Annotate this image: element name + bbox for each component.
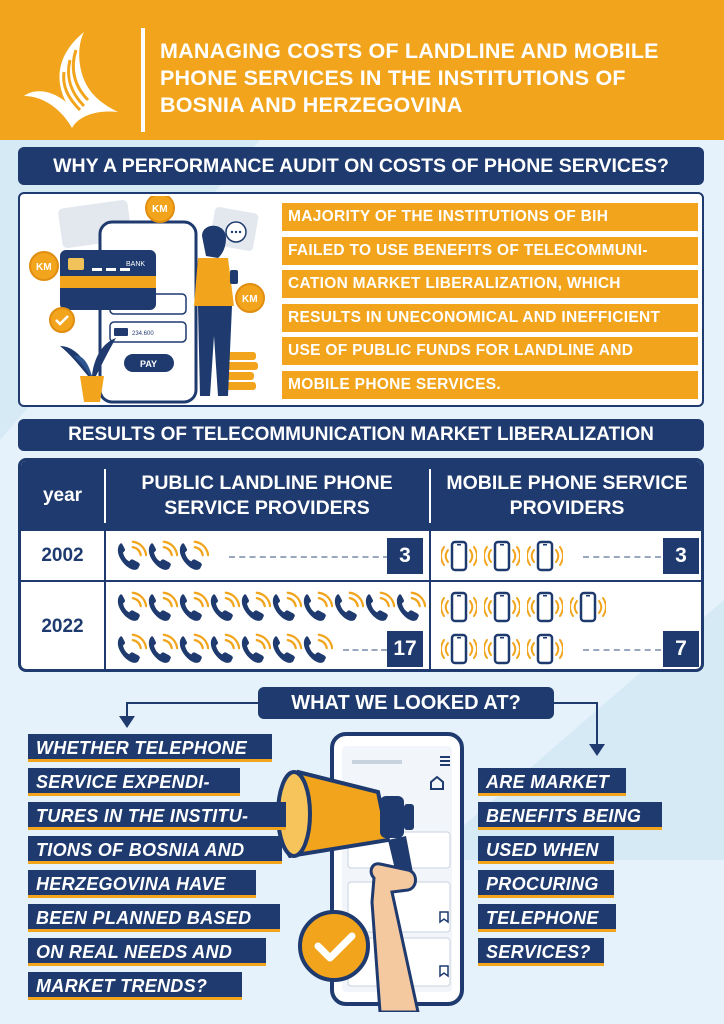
phone-handset-icon — [272, 633, 302, 663]
mobile-header: MOBILE PHONE SERVICE PROVIDERS — [446, 472, 688, 519]
phone-handset-icon — [148, 540, 178, 570]
mobile-phone-icon — [527, 633, 563, 665]
mobile-phone-icon — [484, 591, 520, 623]
phone-handset-icon — [117, 540, 147, 570]
column-divider — [104, 531, 106, 669]
results-heading: RESULTS OF TELECOMMUNICATION MARKET LIBE… — [18, 419, 704, 451]
column-divider — [429, 531, 431, 669]
coin-icon: KM — [145, 196, 175, 223]
phone-handset-icon — [272, 591, 302, 621]
phone-handset-icon — [303, 591, 333, 621]
svg-text:KM: KM — [36, 262, 52, 273]
dashed-leader — [583, 649, 661, 651]
mobile-phone-icon — [570, 591, 606, 623]
connector-line — [596, 702, 598, 746]
mobile-phone-icon — [484, 540, 520, 572]
payment-illustration: 234.600 234.600 PAY BANK KM KM KM — [29, 196, 265, 404]
landline-count-2002: 3 — [387, 538, 423, 574]
header-divider — [141, 28, 145, 132]
mobile-phone-icon — [441, 591, 477, 623]
question-line: SERVICE EXPENDI- — [28, 768, 240, 796]
mobile-phone-icon — [527, 540, 563, 572]
looked-at-heading: WHAT WE LOOKED AT? — [258, 687, 554, 719]
phone-handset-icon — [179, 633, 209, 663]
mobile-phone-icon — [441, 540, 477, 572]
phone-handset-icon — [148, 633, 178, 663]
why-heading: WHY A PERFORMANCE AUDIT ON COSTS OF PHON… — [18, 147, 704, 185]
phone-handset-icon — [365, 591, 395, 621]
arrow-down-icon — [589, 744, 605, 756]
svg-text:KM: KM — [152, 204, 168, 215]
mobile-phone-icon — [527, 591, 563, 623]
why-text: MAJORITY OF THE INSTITUTIONS OF BIH FAIL… — [282, 203, 698, 404]
question-line: TELEPHONE — [478, 904, 616, 932]
phone-handset-icon — [334, 591, 364, 621]
why-text-line: RESULTS IN UNECONOMICAL AND INEFFICIENT — [282, 303, 698, 332]
why-text-line: USE OF PUBLIC FUNDS FOR LANDLINE AND — [282, 337, 698, 365]
mobile-count-2022: 7 — [663, 631, 699, 667]
question-line: HERZEGOVINA HAVE — [28, 870, 256, 898]
phone-handset-icon — [148, 591, 178, 621]
phone-handset-icon — [241, 633, 271, 663]
why-text-line: MAJORITY OF THE INSTITUTIONS OF BIH — [282, 203, 698, 231]
question-line: TIONS OF BOSNIA AND — [28, 836, 282, 864]
pay-label: PAY — [140, 359, 157, 369]
landline-count-2022: 17 — [387, 631, 423, 667]
question-line: USED WHEN — [478, 836, 614, 864]
connector-line — [126, 702, 260, 704]
results-table: year PUBLIC LANDLINE PHONE SERVICE PROVI… — [18, 458, 704, 672]
mobile-phone-icon — [441, 633, 477, 665]
landline-header: PUBLIC LANDLINE PHONE SERVICE PROVIDERS — [141, 472, 393, 519]
page-title: MANAGING COSTS OF LANDLINE AND MOBILE PH… — [160, 39, 659, 117]
header-divider — [429, 469, 431, 523]
question-line: SERVICES? — [478, 938, 604, 966]
phone-handset-icon — [396, 591, 426, 621]
institution-logo — [24, 32, 118, 128]
phone-handset-icon — [179, 540, 209, 570]
connector-line — [126, 702, 128, 720]
connector-line — [552, 702, 598, 704]
why-text-line: CATION MARKET LIBERALIZATION, WHICH — [282, 270, 698, 298]
question-line: PROCURING — [478, 870, 614, 898]
mobile-count-2002: 3 — [663, 538, 699, 574]
coin-icon: KM — [29, 251, 59, 281]
svg-text:KM: KM — [242, 294, 258, 305]
table-header: year PUBLIC LANDLINE PHONE SERVICE PROVI… — [21, 461, 701, 531]
header: MANAGING COSTS OF LANDLINE AND MOBILE PH… — [0, 0, 724, 140]
why-text-line: MOBILE PHONE SERVICES. — [282, 370, 698, 399]
question-line: BENEFITS BEING — [478, 802, 662, 830]
arrow-down-icon — [119, 716, 135, 728]
coin-icon: KM — [235, 283, 265, 313]
question-line: WHETHER TELEPHONE — [28, 734, 272, 762]
question-line: ARE MARKET — [478, 768, 626, 796]
question-line: MARKET TRENDS? — [28, 972, 242, 1000]
phone-handset-icon — [117, 591, 147, 621]
phone-handset-icon — [117, 633, 147, 663]
dashed-leader — [343, 649, 387, 651]
row-divider — [21, 580, 701, 582]
bank-label: BANK — [126, 261, 145, 268]
question-line: TURES IN THE INSTITU- — [28, 802, 286, 830]
phone-handset-icon — [210, 591, 240, 621]
year-header: year — [42, 485, 83, 506]
header-divider — [104, 469, 106, 523]
mobile-phone-icon — [484, 633, 520, 665]
dashed-leader — [229, 556, 389, 558]
phone-handset-icon — [303, 633, 333, 663]
amount-label: 234.600 — [132, 331, 154, 337]
megaphone-illustration — [276, 732, 464, 1012]
question-line: BEEN PLANNED BASED — [28, 904, 280, 932]
phone-handset-icon — [210, 633, 240, 663]
why-text-line: FAILED TO USE BENEFITS OF TELECOMMUNI- — [282, 236, 698, 265]
year-cell: 2002 — [41, 545, 84, 566]
question-line: ON REAL NEEDS AND — [28, 938, 266, 966]
dashed-leader — [583, 556, 661, 558]
year-cell: 2022 — [41, 616, 84, 637]
phone-handset-icon — [179, 591, 209, 621]
phone-handset-icon — [241, 591, 271, 621]
